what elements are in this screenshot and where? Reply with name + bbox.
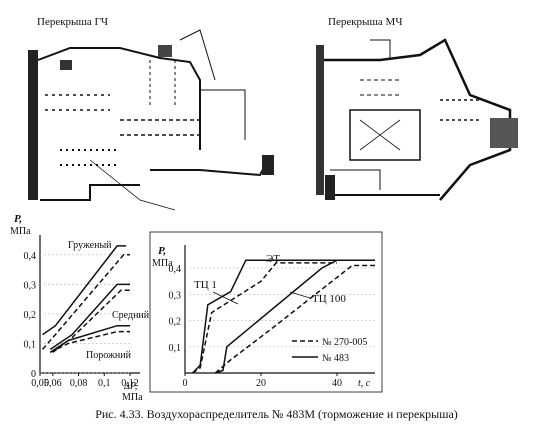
y-tick-label: 0 <box>31 369 36 380</box>
y-axis-unit: МПа <box>10 226 31 237</box>
x-tick-label: 0,06 <box>44 378 62 389</box>
series-line <box>42 245 127 336</box>
y-tick-label: 0,4 <box>24 251 37 262</box>
x-axis-label: ΔP, <box>123 381 137 392</box>
y-axis-label: P, <box>14 213 22 225</box>
curve-annotation: ЭТ <box>266 253 280 265</box>
curve-annotation: ТЦ 1 <box>194 279 217 291</box>
y-axis-unit: МПа <box>152 258 173 269</box>
annotation-leader <box>289 291 311 299</box>
series-line <box>42 254 130 350</box>
curve-annotation: ТЦ 100 <box>312 293 346 305</box>
x-tick-label: 20 <box>256 378 266 389</box>
y-tick-label: 0,1 <box>169 343 182 354</box>
x-tick-label: 0,1 <box>98 378 111 389</box>
curve-annotation: Порожний <box>86 350 132 361</box>
series-line <box>215 259 375 374</box>
x-tick-label: 0,12 <box>121 378 139 389</box>
legend-label: № 270-005 <box>322 337 367 348</box>
y-axis-label: P, <box>158 245 166 257</box>
x-axis-label: t, с <box>358 378 371 389</box>
figure-caption: Рис. 4.33. Воздухораспределитель № 483М … <box>95 407 458 421</box>
x-tick-label: 0 <box>183 378 188 389</box>
right-schematic <box>316 38 518 201</box>
left-panel-title: Перекрыша ГЧ <box>37 16 109 28</box>
y-tick-label: 0,4 <box>169 264 182 275</box>
series-line <box>49 324 130 353</box>
y-tick-label: 0,2 <box>24 310 37 321</box>
y-tick-label: 0,3 <box>169 290 182 301</box>
series-line <box>192 259 337 374</box>
annotation-leader <box>212 291 239 305</box>
x-axis-unit: МПа <box>122 392 143 403</box>
x-tick-label: 0,05 <box>31 378 49 389</box>
x-tick-label: 0,08 <box>70 378 88 389</box>
y-tick-label: 0,1 <box>24 339 37 350</box>
series-line <box>214 264 375 374</box>
legend-label: № 483 <box>322 353 349 364</box>
curve-annotation: Средний <box>112 310 150 321</box>
chart-frame <box>149 231 383 393</box>
y-tick-label: 0,3 <box>24 280 37 291</box>
right-panel-title: Перекрыша МЧ <box>328 16 403 28</box>
series-line <box>49 283 130 350</box>
left-schematic <box>28 29 274 211</box>
series-line <box>49 330 130 353</box>
curve-annotation: Груженый <box>68 240 112 251</box>
x-tick-label: 40 <box>332 378 342 389</box>
y-tick-label: 0,2 <box>169 317 182 328</box>
